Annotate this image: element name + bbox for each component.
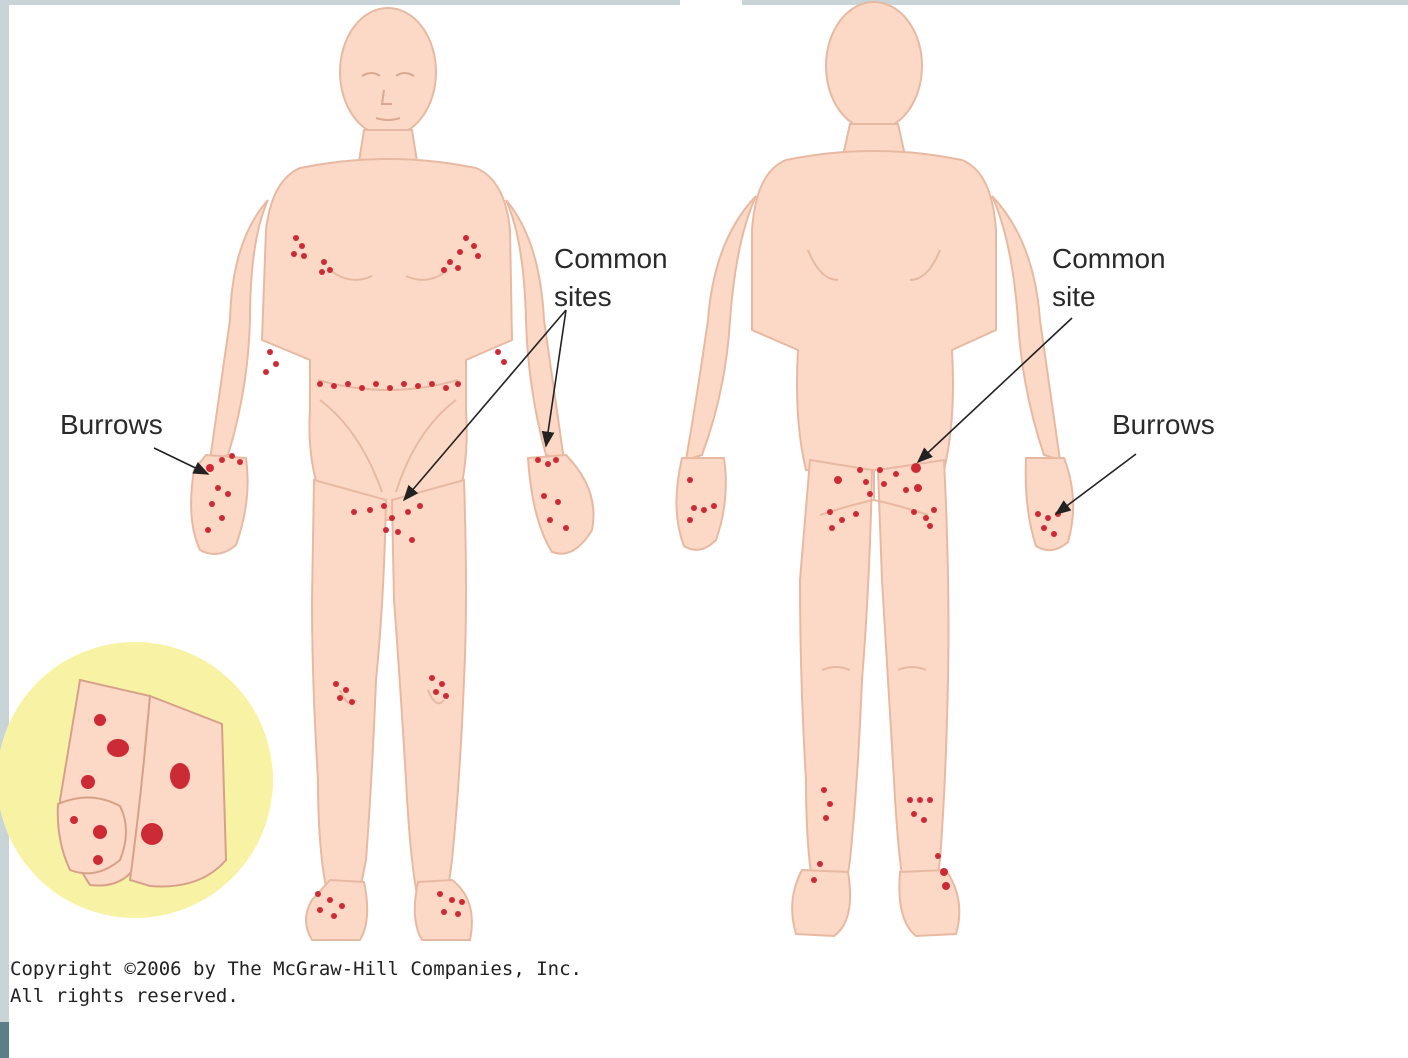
front-burrows-arrow: [154, 448, 208, 474]
front-common-sites-label: Common sites: [554, 243, 675, 312]
front-burrows-label: Burrows: [60, 409, 163, 440]
back-lesions: [687, 463, 1061, 890]
copyright-line: Copyright ©2006 by The McGraw-Hill Compa…: [10, 958, 582, 980]
back-body-figure: [676, 2, 1073, 936]
copyright-notice: Copyright ©2006 by The McGraw-Hill Compa…: [10, 956, 582, 1010]
hand-closeup-inset: [0, 642, 273, 918]
rights-line: All rights reserved.: [10, 985, 239, 1007]
back-burrows-label: Burrows: [1112, 409, 1215, 440]
back-common-site-label: Common site: [1052, 243, 1173, 312]
